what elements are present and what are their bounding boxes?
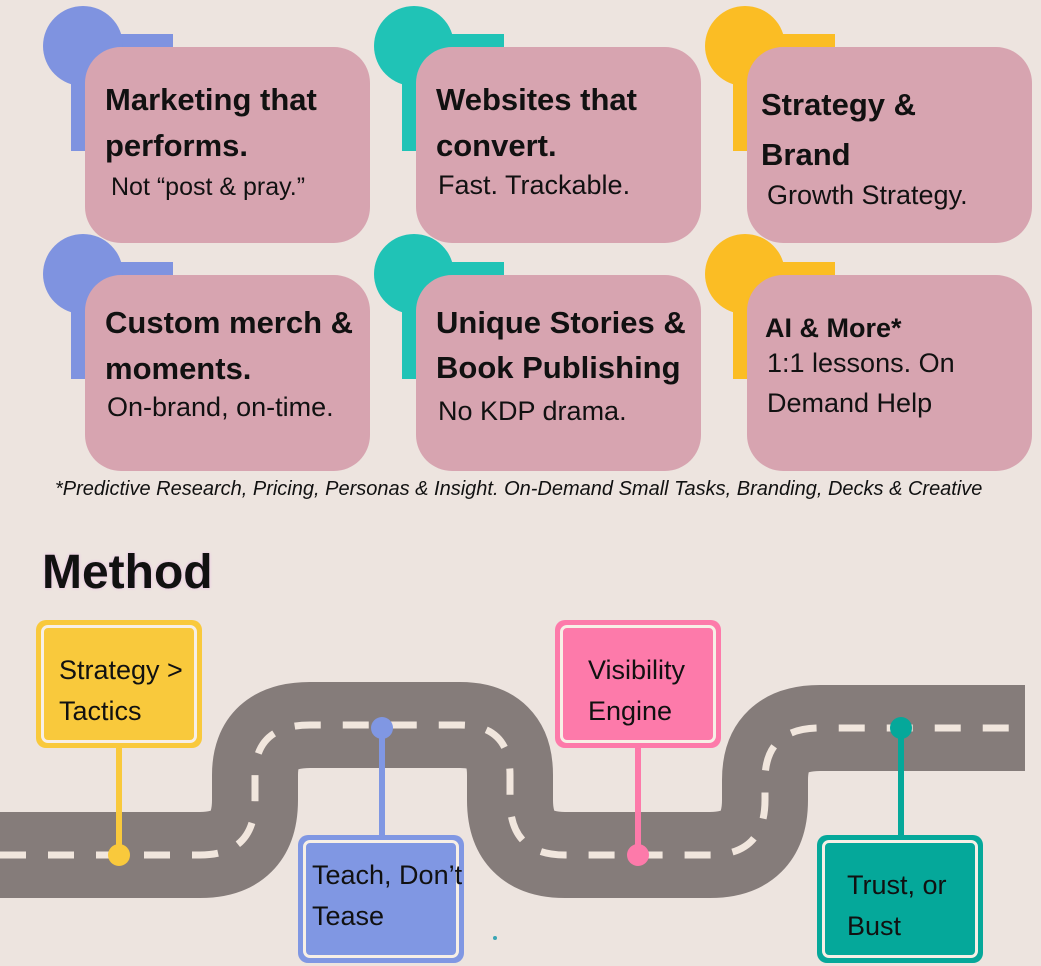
service-card-marketing: Marketing that performs. Not “post & pra… bbox=[43, 6, 373, 246]
step-label: Strategy > Tactics bbox=[59, 655, 183, 726]
step-label: Visibility Engine bbox=[588, 655, 686, 726]
service-card-stories: Unique Stories & Book Publishing No KDP … bbox=[374, 234, 704, 474]
card-body: Marketing that performs. Not “post & pra… bbox=[85, 47, 370, 243]
card-body: AI & More* 1:1 lessons. On Demand Help bbox=[747, 275, 1032, 471]
card-title: Strategy & Brand bbox=[761, 87, 917, 172]
card-subtitle: No KDP drama. bbox=[438, 396, 627, 426]
method-step-strategy: Strategy > Tactics bbox=[36, 620, 202, 748]
service-card-strategy: Strategy & Brand Growth Strategy. bbox=[705, 6, 1035, 246]
service-card-websites: Websites that convert. Fast. Trackable. bbox=[374, 6, 704, 246]
card-title: Custom merch & moments. bbox=[105, 305, 354, 386]
card-subtitle: On-brand, on-time. bbox=[107, 392, 334, 422]
road-center-dashes bbox=[0, 721, 1025, 859]
marker-strategy bbox=[108, 844, 130, 866]
marker-visibility bbox=[627, 844, 649, 866]
method-heading: Method bbox=[42, 546, 213, 599]
card-title: Websites that convert. bbox=[436, 82, 637, 163]
card-title: AI & More* bbox=[765, 313, 902, 343]
step-label: Teach, Don’t Tease bbox=[312, 860, 463, 931]
method-step-teach: Teach, Don’t Tease bbox=[298, 835, 464, 963]
footnote: *Predictive Research, Pricing, Personas … bbox=[55, 478, 983, 500]
card-title: Marketing that performs. bbox=[105, 82, 317, 163]
card-body: Unique Stories & Book Publishing No KDP … bbox=[416, 275, 701, 471]
service-card-merch: Custom merch & moments. On-brand, on-tim… bbox=[43, 234, 373, 474]
dot bbox=[493, 936, 497, 940]
card-subtitle: Growth Strategy. bbox=[767, 180, 968, 210]
card-body: Websites that convert. Fast. Trackable. bbox=[416, 47, 701, 243]
card-body: Strategy & Brand Growth Strategy. bbox=[747, 47, 1032, 243]
card-subtitle: 1:1 lessons. On Demand Help bbox=[767, 348, 955, 418]
card-subtitle: Fast. Trackable. bbox=[438, 170, 631, 200]
card-subtitle: Not “post & pray.” bbox=[111, 173, 306, 201]
service-card-ai: AI & More* 1:1 lessons. On Demand Help bbox=[705, 234, 1035, 474]
marker-trust bbox=[890, 717, 912, 739]
card-body: Custom merch & moments. On-brand, on-tim… bbox=[85, 275, 370, 471]
method-step-trust: Trust, or Bust bbox=[817, 835, 983, 963]
step-label: Trust, or Bust bbox=[847, 870, 947, 941]
card-title: Unique Stories & Book Publishing bbox=[436, 305, 686, 385]
marker-teach bbox=[371, 717, 393, 739]
method-step-visibility: Visibility Engine bbox=[555, 620, 721, 748]
